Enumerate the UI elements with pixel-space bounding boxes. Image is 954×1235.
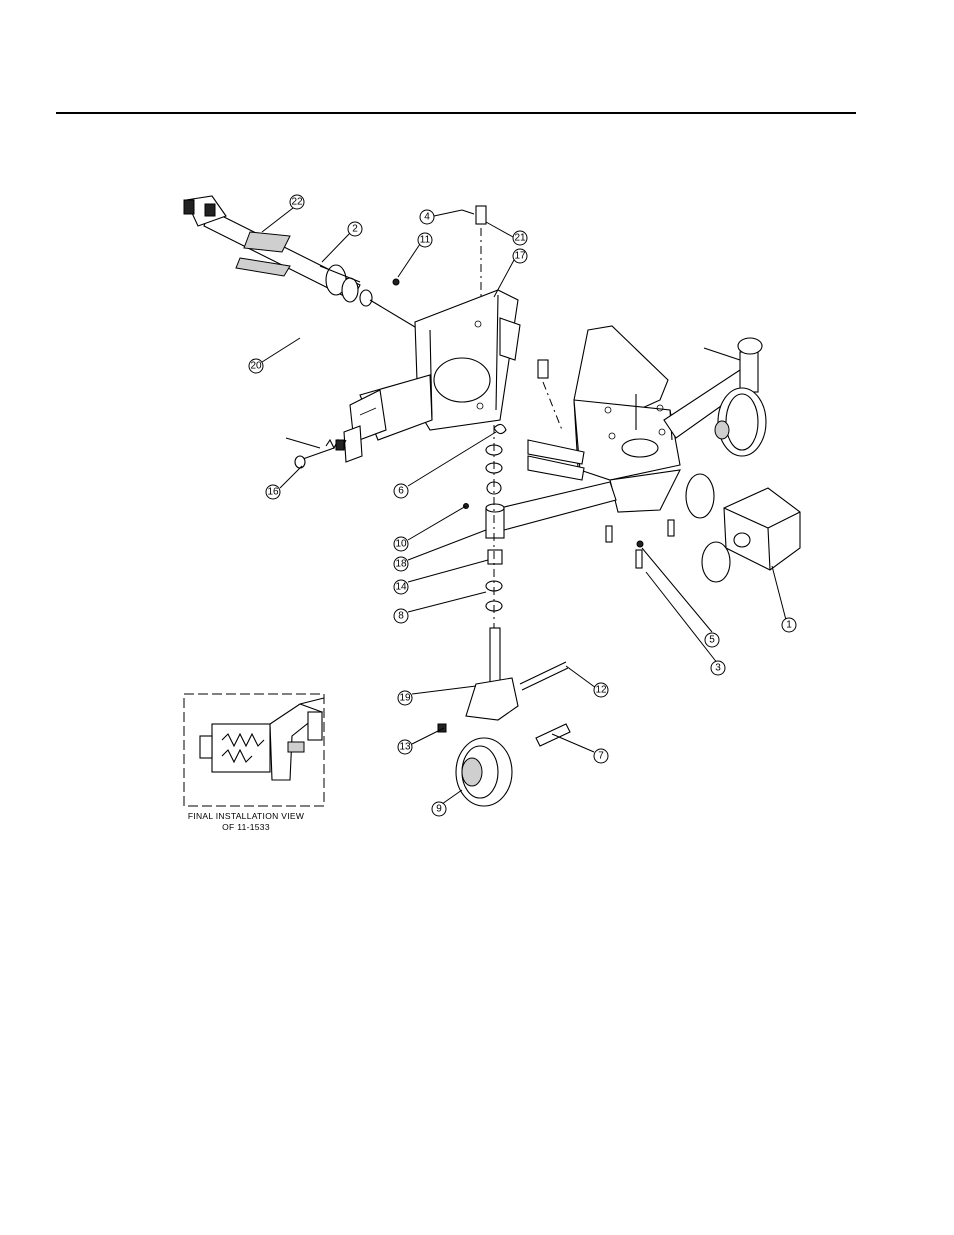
leader-lines bbox=[261, 207, 787, 805]
callout-4: 4 bbox=[419, 209, 435, 225]
svg-text:19: 19 bbox=[399, 693, 411, 704]
callout-10: 10 bbox=[393, 536, 409, 552]
svg-text:5: 5 bbox=[709, 635, 715, 646]
svg-text:21: 21 bbox=[514, 233, 526, 244]
svg-text:9: 9 bbox=[436, 804, 442, 815]
svg-text:16: 16 bbox=[267, 487, 279, 498]
svg-text:3: 3 bbox=[715, 663, 721, 674]
callout-20: 20 bbox=[248, 358, 264, 374]
svg-text:2: 2 bbox=[352, 224, 358, 235]
callout-11: 11 bbox=[417, 232, 433, 248]
svg-text:13: 13 bbox=[399, 742, 411, 753]
callout-5: 5 bbox=[704, 632, 720, 648]
callout-19: 19 bbox=[397, 690, 413, 706]
svg-text:12: 12 bbox=[595, 685, 607, 696]
pto-driveline bbox=[183, 195, 421, 331]
svg-text:8: 8 bbox=[398, 611, 404, 622]
header-rule bbox=[56, 112, 856, 114]
mounting-frame bbox=[343, 289, 521, 463]
svg-text:10: 10 bbox=[395, 539, 407, 550]
pivot-tower bbox=[573, 325, 681, 513]
hardware bbox=[392, 205, 675, 569]
callout-8: 8 bbox=[393, 608, 409, 624]
svg-text:7: 7 bbox=[598, 751, 604, 762]
callout-3: 3 bbox=[710, 660, 726, 676]
callout-17: 17 bbox=[512, 248, 528, 264]
callout-2: 2 bbox=[347, 221, 363, 237]
svg-text:17: 17 bbox=[514, 251, 526, 262]
svg-text:14: 14 bbox=[395, 582, 407, 593]
callout-9: 9 bbox=[431, 801, 447, 817]
detail-caption-line2: OF 11-1533 bbox=[222, 822, 270, 832]
callout-14: 14 bbox=[393, 579, 409, 595]
callout-7: 7 bbox=[593, 748, 609, 764]
svg-text:22: 22 bbox=[291, 197, 303, 208]
caster-fork-wheel bbox=[437, 661, 571, 807]
callout-12: 12 bbox=[593, 682, 609, 698]
pivot-stack bbox=[485, 425, 505, 700]
callout-21: 21 bbox=[512, 230, 528, 246]
upper-caster-arm bbox=[663, 337, 767, 457]
svg-text:4: 4 bbox=[424, 212, 430, 223]
callout-16: 16 bbox=[265, 484, 281, 500]
callouts: 22 2 11 4 21 17 20 16 6 10 18 14 8 19 12… bbox=[248, 194, 797, 817]
svg-text:11: 11 bbox=[420, 235, 431, 246]
svg-text:6: 6 bbox=[398, 486, 404, 497]
callout-13: 13 bbox=[397, 739, 413, 755]
detail-caption-line1: FINAL INSTALLATION VIEW bbox=[188, 811, 304, 821]
svg-text:18: 18 bbox=[395, 559, 407, 570]
svg-text:20: 20 bbox=[250, 361, 262, 372]
callout-22: 22 bbox=[289, 194, 305, 210]
callout-6: 6 bbox=[393, 483, 409, 499]
detail-inset bbox=[183, 693, 325, 807]
swing-arm bbox=[499, 481, 617, 531]
callout-18: 18 bbox=[393, 556, 409, 572]
spring-latch bbox=[285, 437, 347, 469]
gearbox bbox=[685, 473, 801, 583]
svg-text:1: 1 bbox=[786, 620, 792, 631]
callout-1: 1 bbox=[781, 617, 797, 633]
